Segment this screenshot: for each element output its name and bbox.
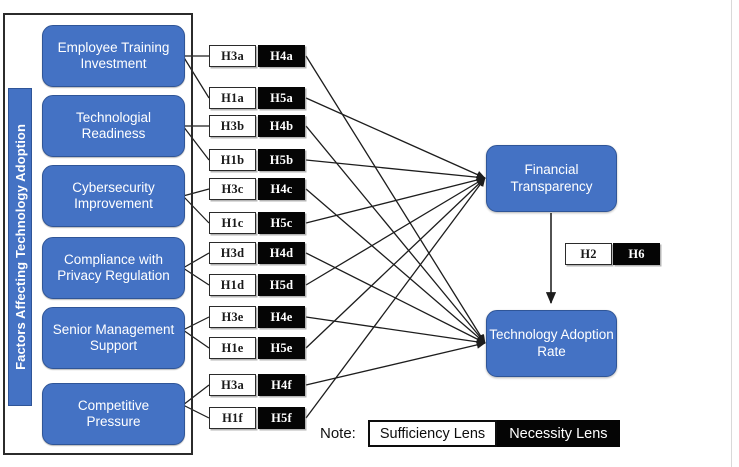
- hypothesis-label: H1d: [220, 277, 245, 292]
- hypothesis-label: H3d: [220, 245, 245, 260]
- hypothesis-chip-sufficiency[interactable]: H1d: [209, 274, 256, 296]
- hypothesis-label: H5a: [270, 90, 293, 105]
- hypothesis-chip-sufficiency[interactable]: H1e: [209, 337, 256, 359]
- hypothesis-chip-necessity[interactable]: H5e: [258, 337, 305, 359]
- hypothesis-chip-necessity[interactable]: H5d: [258, 274, 305, 296]
- hypothesis-label: H4b: [269, 118, 294, 133]
- hypothesis-label: H1f: [222, 410, 243, 425]
- hypothesis-chip-necessity[interactable]: H4b: [258, 115, 305, 137]
- hypothesis-label: H2: [580, 246, 597, 261]
- factor-to-chip-stubs: [182, 55, 210, 419]
- hypothesis-chip-necessity[interactable]: H4e: [258, 306, 305, 328]
- hypothesis-label: H3a: [221, 377, 244, 392]
- factor-label: Senior Management Support: [52, 322, 175, 353]
- outcome-box-financial-transparency[interactable]: Financial Transparency: [486, 145, 617, 212]
- legend-sufficiency-label: Sufficiency Lens: [379, 425, 486, 442]
- outcome-label: Financial Transparency: [510, 162, 593, 194]
- outcome-box-technology-adoption-rate[interactable]: Technology Adoption Rate: [486, 310, 617, 377]
- hypothesis-label: H5c: [270, 215, 293, 230]
- factor-label: Cybersecurity Improvement: [72, 180, 155, 211]
- factor-group-container: [3, 13, 193, 455]
- hypothesis-chip-necessity[interactable]: H4c: [258, 178, 305, 200]
- hypothesis-label: H4f: [271, 377, 292, 392]
- mediation-chip-sufficiency[interactable]: H2: [565, 243, 612, 265]
- mediation-chip-necessity[interactable]: H6: [613, 243, 660, 265]
- hypothesis-chip-necessity[interactable]: H4d: [258, 242, 305, 264]
- legend: Note: Sufficiency Lens Necessity Lens: [320, 420, 620, 447]
- hypothesis-chip-necessity[interactable]: H5a: [258, 87, 305, 109]
- hypothesis-label: H4a: [270, 48, 293, 63]
- hypothesis-chip-necessity[interactable]: H5f: [258, 407, 305, 429]
- hypothesis-label: H6: [628, 246, 645, 261]
- figure-right-rule: [731, 0, 732, 467]
- links-to-technology-adoption-rate: [305, 55, 486, 386]
- legend-necessity-label: Necessity Lens: [509, 425, 608, 442]
- hypothesis-chip-sufficiency[interactable]: H3b: [209, 115, 256, 137]
- factor-box-competitive-pressure[interactable]: Competitive Pressure: [42, 383, 185, 445]
- hypothesis-label: H5d: [269, 277, 294, 292]
- hypothesis-label: H1e: [221, 340, 244, 355]
- hypothesis-chip-necessity[interactable]: H4a: [258, 45, 305, 67]
- group-label-text: Factors Affecting Technology Adoption: [12, 124, 28, 370]
- hypothesis-label: H5f: [271, 410, 292, 425]
- hypothesis-chip-sufficiency[interactable]: H1b: [209, 149, 256, 171]
- hypothesis-chip-sufficiency[interactable]: H1a: [209, 87, 256, 109]
- hypothesis-chip-sufficiency[interactable]: H3a: [209, 374, 256, 396]
- hypothesis-label: H3c: [221, 181, 244, 196]
- factor-box-employee-training-investment[interactable]: Employee Training Investment: [42, 25, 185, 87]
- hypothesis-chip-sufficiency[interactable]: H3a: [209, 45, 256, 67]
- hypothesis-chip-sufficiency[interactable]: H1c: [209, 212, 256, 234]
- factor-label: Employee Training Investment: [57, 40, 170, 71]
- hypothesis-chip-necessity[interactable]: H5b: [258, 149, 305, 171]
- factor-box-cybersecurity-improvement[interactable]: Cybersecurity Improvement: [42, 165, 185, 227]
- outcome-label: Technology Adoption Rate: [489, 327, 614, 359]
- factor-label: Competitive Pressure: [77, 398, 150, 429]
- factor-label: Compliance with Privacy Regulation: [57, 252, 170, 283]
- legend-sufficiency-lens: Sufficiency Lens: [367, 420, 498, 447]
- hypothesis-label: H1a: [221, 90, 244, 105]
- hypothesis-label: H1b: [220, 152, 245, 167]
- hypothesis-label: H3b: [220, 118, 245, 133]
- links-to-financial-transparency: [305, 97, 486, 419]
- hypothesis-chip-necessity[interactable]: H4f: [258, 374, 305, 396]
- hypothesis-chip-necessity[interactable]: H5c: [258, 212, 305, 234]
- group-label: Factors Affecting Technology Adoption: [8, 88, 32, 406]
- hypothesis-label: H4c: [270, 181, 293, 196]
- hypothesis-label: H4d: [269, 245, 294, 260]
- hypothesis-chip-sufficiency[interactable]: H1f: [209, 407, 256, 429]
- hypothesis-label: H3a: [221, 48, 244, 63]
- hypothesis-label: H1c: [221, 215, 244, 230]
- hypothesis-chip-sufficiency[interactable]: H3c: [209, 178, 256, 200]
- hypothesis-label: H5e: [270, 340, 293, 355]
- hypothesis-label: H4e: [270, 309, 293, 324]
- hypothesis-chip-sufficiency[interactable]: H3e: [209, 306, 256, 328]
- factor-label: Technologial Readiness: [75, 110, 152, 141]
- legend-note-label: Note:: [320, 425, 356, 442]
- hypothesis-label: H5b: [269, 152, 294, 167]
- factor-box-senior-management-support[interactable]: Senior Management Support: [42, 307, 185, 369]
- factor-box-compliance-privacy-regulation[interactable]: Compliance with Privacy Regulation: [42, 237, 185, 299]
- hypothesis-chip-sufficiency[interactable]: H3d: [209, 242, 256, 264]
- legend-necessity-lens: Necessity Lens: [497, 420, 620, 447]
- hypothesis-label: H3e: [221, 309, 244, 324]
- factor-box-technological-readiness[interactable]: Technologial Readiness: [42, 95, 185, 157]
